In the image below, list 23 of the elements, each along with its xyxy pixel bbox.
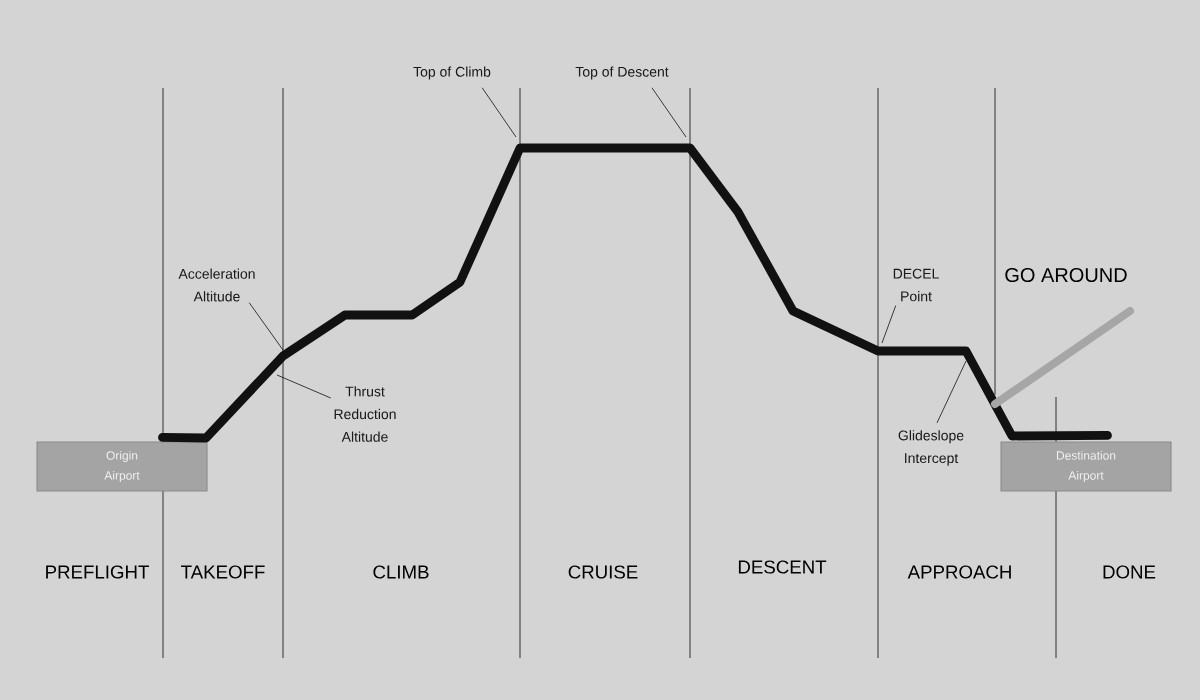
go-around-label: GO AROUND (1005, 267, 1127, 283)
phase-label: TAKEOFF (181, 565, 265, 579)
phase-label: DONE (1103, 565, 1156, 579)
callout-label: Top of Climb (413, 66, 491, 80)
flight-path (158, 143, 1112, 443)
phase-label: CLIMB (373, 565, 429, 579)
leader-line (276, 374, 332, 399)
leader-line (881, 305, 897, 344)
leader-line (248, 302, 284, 351)
callout-label: Glideslope Intercept (898, 430, 964, 466)
phase-label: CRUISE (568, 565, 638, 579)
airport-box: Origin Airport (36, 441, 208, 492)
leader-line (936, 360, 967, 424)
phase-label: PREFLIGHT (46, 565, 149, 579)
callout-label: Thrust Reduction Altitude (334, 386, 396, 442)
leader-line (651, 87, 687, 138)
airport-box: Destination Airport (1000, 441, 1172, 492)
phase-label: DESCENT (738, 560, 827, 574)
phase-label: APPROACH (907, 565, 1011, 579)
callout-label: Top of Descent (575, 66, 669, 80)
leader-line (481, 87, 517, 138)
callout-label: DECEL Point (893, 268, 939, 302)
callout-label: Acceleration Altitude (178, 268, 255, 302)
